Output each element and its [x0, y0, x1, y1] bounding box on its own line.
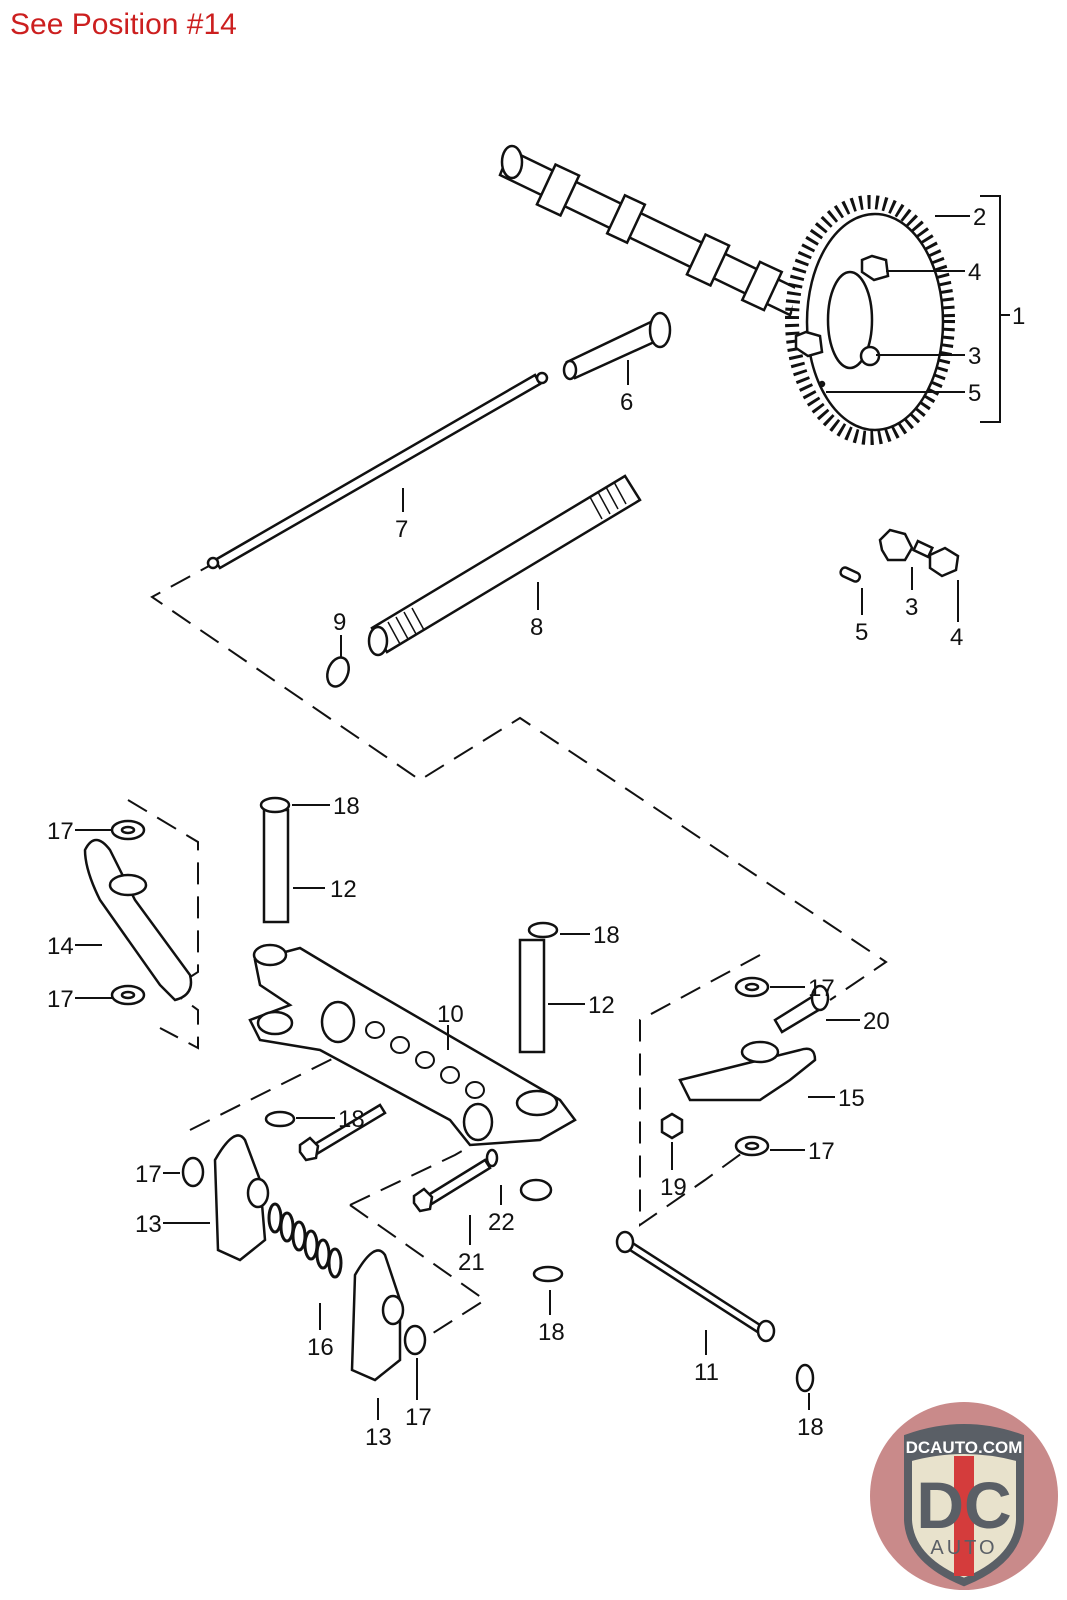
callout-20: 20	[863, 1008, 890, 1035]
rocker-arm-15	[678, 1047, 817, 1102]
rocker-shaft-support	[248, 943, 577, 1202]
callout-11: 11	[694, 1359, 719, 1386]
callout-17-b: 17	[47, 986, 74, 1013]
logo-shield-top-band	[908, 1428, 1020, 1462]
camshaft	[498, 144, 802, 317]
rocker-arm-14-boss	[108, 873, 148, 897]
callout-15: 15	[838, 1085, 865, 1112]
shaft-12-left	[262, 808, 290, 924]
rocker-arm-14	[83, 838, 193, 1002]
callout-10: 10	[437, 1001, 464, 1028]
nut	[660, 1112, 684, 1140]
callout-3: 3	[968, 343, 981, 370]
shaft-12-right	[518, 938, 546, 1054]
callout-5: 5	[968, 380, 981, 407]
callout-18-e: 18	[797, 1414, 824, 1441]
callout-8: 8	[530, 614, 543, 641]
callout-17-d: 17	[808, 1138, 835, 1165]
bolts	[298, 1103, 499, 1213]
callout-5-loose: 5	[855, 619, 868, 646]
callout-6: 6	[620, 389, 633, 416]
leader-lines	[75, 195, 1010, 1420]
rocker-arm-15-boss	[740, 1040, 780, 1064]
see-position-note: See Position #14	[10, 8, 237, 41]
callout-3-loose: 3	[905, 594, 918, 621]
rocker-shaft-end-b	[756, 1319, 776, 1343]
callout-2: 2	[973, 204, 986, 231]
callout-17-f: 17	[405, 1404, 432, 1431]
callout-13-a: 13	[135, 1211, 162, 1238]
callout-9: 9	[333, 609, 346, 636]
callout-4: 4	[968, 259, 981, 286]
logo-mark: DC	[916, 1468, 1011, 1542]
spring	[267, 1202, 343, 1279]
loose-hardware	[839, 528, 960, 583]
callout-13-b: 13	[365, 1424, 392, 1451]
callout-18-b: 18	[593, 922, 620, 949]
callout-4-loose: 4	[950, 624, 963, 651]
callout-22: 22	[488, 1209, 515, 1236]
callout-18-c: 18	[338, 1106, 365, 1133]
logo-top-text: DCAUTO.COM	[906, 1438, 1023, 1457]
callout-18-d: 18	[538, 1319, 565, 1346]
callout-17-a: 17	[47, 818, 74, 845]
cam-follower	[562, 311, 672, 381]
callout-16: 16	[307, 1334, 334, 1361]
callout-14: 14	[47, 933, 74, 960]
logo-stripe	[954, 1456, 974, 1576]
callout-21: 21	[458, 1249, 485, 1276]
callout-7: 7	[395, 516, 408, 543]
callout-12-b: 12	[588, 992, 615, 1019]
callout-17-c: 17	[808, 975, 835, 1002]
callout-17-e: 17	[135, 1161, 162, 1188]
rocker-arm-13-lower-bore	[381, 1294, 405, 1326]
push-rod-tube	[367, 474, 642, 657]
camshaft-gear	[785, 195, 955, 445]
rocker-arm-13-upper	[213, 1134, 267, 1262]
callout-12-a: 12	[330, 876, 357, 903]
rocker-shaft	[618, 1233, 772, 1342]
adjusting-screw-head	[810, 984, 830, 1012]
dcauto-logo: DCAUTO.COM DC AUTO	[870, 1402, 1058, 1590]
rocker-arm-13-lower	[350, 1249, 402, 1382]
push-rod	[206, 371, 549, 570]
callout-labels: 2 4 1 3 5 6 7 8 9 3 5 4 17 18 12 14 17 1…	[47, 204, 1025, 1451]
callout-1: 1	[1012, 303, 1025, 330]
circlips	[259, 796, 815, 1393]
seal-ring	[326, 656, 350, 688]
rocker-shaft-end-a	[615, 1230, 635, 1254]
callout-18-a: 18	[333, 793, 360, 820]
callout-19: 19	[660, 1174, 687, 1201]
logo-sub-text: AUTO	[930, 1537, 997, 1559]
rocker-arm-13-upper-bore	[246, 1177, 270, 1209]
